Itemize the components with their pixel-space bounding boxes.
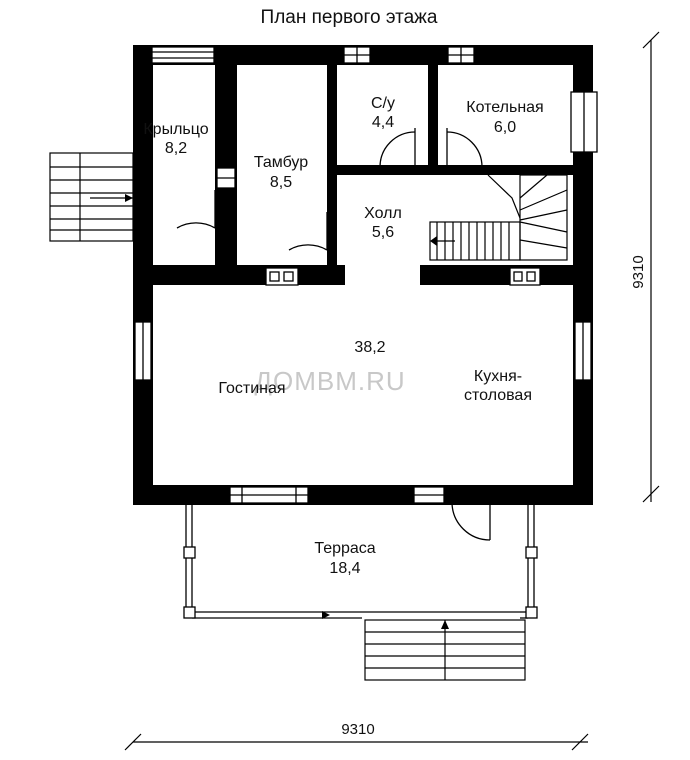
width-dimension: 9310 <box>341 721 374 738</box>
hall-area: 5,6 <box>372 224 394 241</box>
wc-name: С/у <box>371 95 395 112</box>
doors <box>176 128 491 541</box>
interior-walls <box>133 45 593 285</box>
room-labels: Крыльцо 8,2 Тамбур 8,5 С/у 4,4 Котельная… <box>143 95 543 577</box>
terrace-name: Терраса <box>314 540 375 557</box>
terrace-area: 18,4 <box>329 560 360 577</box>
porch-steps-arrow <box>125 194 133 202</box>
porch-name: Крыльцо <box>143 121 208 138</box>
vestibule-name: Тамбур <box>254 154 308 171</box>
terrace-steps-arrow <box>441 620 449 629</box>
hall-name: Холл <box>364 205 402 222</box>
porch-steps <box>49 152 134 242</box>
living-name: Гостиная <box>218 380 285 397</box>
dimension-horizontal <box>124 733 589 751</box>
wc-area: 4,4 <box>372 114 394 131</box>
interior-stairs <box>429 174 568 261</box>
boiler-name: Котельная <box>466 99 543 116</box>
vestibule-area: 8,5 <box>270 174 292 191</box>
porch-area: 8,2 <box>165 140 187 157</box>
living-area: 38,2 <box>354 339 385 356</box>
height-dimension: 9310 <box>630 255 647 288</box>
kitchen-name-line2: столовая <box>464 387 532 404</box>
stair-arrow <box>430 236 437 246</box>
watermark: ДОМВМ.RU <box>254 366 405 396</box>
boiler-area: 6,0 <box>494 119 516 136</box>
radiators <box>265 267 541 286</box>
terrace-arrow <box>322 611 330 619</box>
terrace-posts <box>183 546 538 619</box>
dimension-vertical <box>642 31 660 503</box>
kitchen-name-line1: Кухня- <box>474 368 522 385</box>
terrace-steps <box>362 611 526 681</box>
plan-title: План первого этажа <box>261 7 438 28</box>
windows <box>134 46 598 504</box>
